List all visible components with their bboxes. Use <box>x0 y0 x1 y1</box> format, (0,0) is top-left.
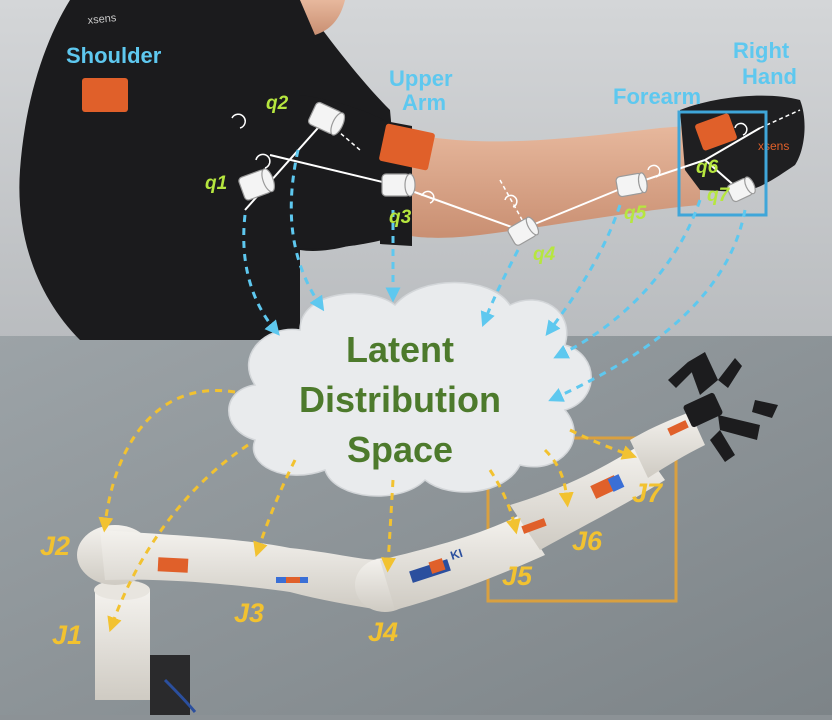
robot-upper-link <box>100 530 380 610</box>
cloud-title-line1: Latent <box>346 329 454 370</box>
rotation-arrow-icon <box>231 113 748 208</box>
robot-base <box>95 590 150 700</box>
label-shoulder: Shoulder <box>66 43 162 68</box>
label-J1: J1 <box>52 620 83 650</box>
label-q6: q6 <box>696 157 719 178</box>
robot-arm: KI <box>77 352 778 715</box>
joint-cylinder-icon <box>307 101 346 136</box>
label-q4: q4 <box>533 244 556 265</box>
forearm-skin <box>395 125 700 238</box>
label-J6: J6 <box>572 526 603 556</box>
robot-wrist-link <box>510 445 665 550</box>
human-to-latent-arrows <box>242 149 747 402</box>
label-q3: q3 <box>389 207 412 228</box>
label-J4: J4 <box>368 617 399 647</box>
cloud-title-line3: Space <box>346 429 454 470</box>
label-right-hand-line1: Right <box>733 38 790 63</box>
latent-cloud <box>228 281 592 497</box>
label-right-hand-line2: Hand <box>742 64 797 89</box>
label-upper-arm-line1: Upper <box>389 66 453 91</box>
human-hand-highlight-box <box>677 110 768 217</box>
robot-brand: KI <box>449 546 465 563</box>
joint-cylinder-icon <box>726 176 756 203</box>
label-q2: q2 <box>266 93 289 114</box>
robot-forearm-link <box>380 515 545 610</box>
label-J7: J7 <box>632 478 663 508</box>
label-q1: q1 <box>205 173 228 194</box>
label-q5: q5 <box>624 203 647 224</box>
label-J2: J2 <box>40 531 71 561</box>
latent-to-robot-arrows <box>98 389 638 633</box>
human-figure: xsens xsens <box>19 0 805 340</box>
joint-cylinder-icon <box>381 173 416 197</box>
shirt-brand: xsens <box>87 12 117 27</box>
gripper-icon <box>668 352 778 462</box>
label-J3: J3 <box>234 598 265 628</box>
joint-cylinder-icon <box>615 172 648 198</box>
human-joint-cylinders <box>238 101 756 246</box>
joint-cylinder-icon <box>507 216 540 246</box>
label-upper-arm-line2: Arm <box>402 90 447 115</box>
joint-cylinder-icon <box>238 168 275 201</box>
kinematic-chain <box>244 119 761 231</box>
shoulder-sensor <box>82 78 128 112</box>
label-q7: q7 <box>707 185 730 206</box>
neck <box>300 0 345 35</box>
label-forearm: Forearm <box>613 84 702 109</box>
cloud-title-line2: Distribution <box>299 379 501 420</box>
glove-brand: xsens <box>758 139 789 153</box>
label-J5: J5 <box>502 561 533 591</box>
hand-sensor <box>695 113 737 151</box>
upperarm-sensor <box>379 123 435 171</box>
robot-wrist-highlight-box <box>486 436 678 603</box>
